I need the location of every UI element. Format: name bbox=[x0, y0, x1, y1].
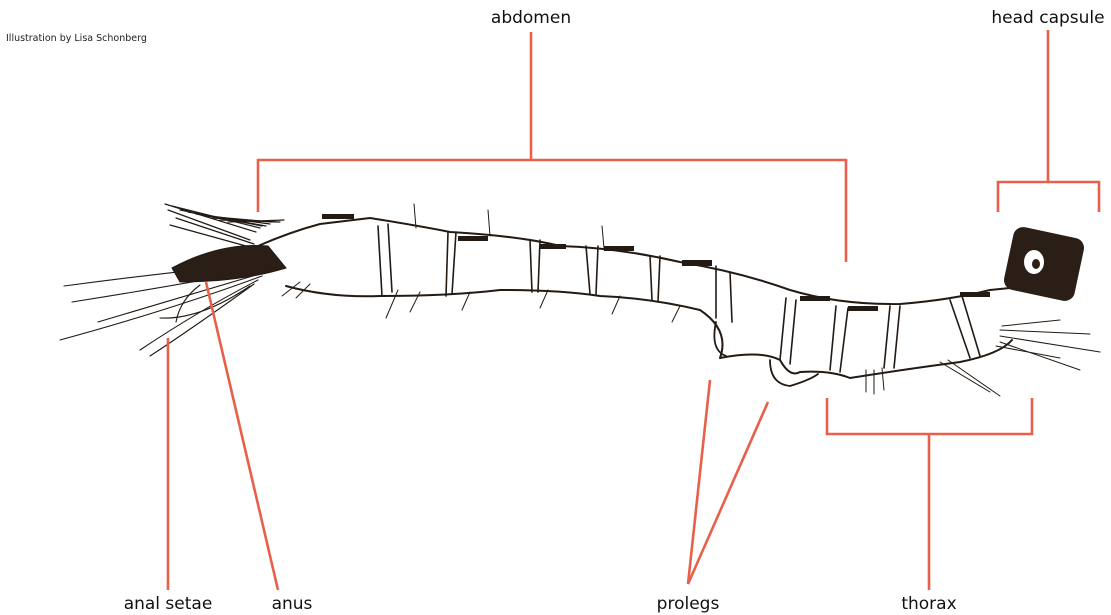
thorax-hairs bbox=[940, 320, 1100, 396]
prolegs-leader-left bbox=[688, 380, 710, 584]
label-prolegs: prolegs bbox=[657, 594, 720, 614]
thorax-bracket bbox=[827, 398, 1032, 434]
body-outline-top bbox=[258, 218, 1010, 304]
label-abdomen: abdomen bbox=[491, 8, 571, 28]
body-outline-bottom bbox=[286, 286, 1012, 378]
body-hairs bbox=[282, 204, 884, 394]
proleg-rear bbox=[714, 322, 726, 356]
head-capsule-bracket bbox=[998, 182, 1099, 212]
label-anus: anus bbox=[272, 594, 313, 614]
larva-illustration bbox=[60, 204, 1100, 396]
segment-dividers bbox=[378, 224, 980, 372]
anus-leader bbox=[206, 282, 278, 590]
leader-lines bbox=[168, 30, 1099, 590]
illustration-credit: Illustration by Lisa Schonberg bbox=[6, 33, 147, 44]
segment-marks bbox=[322, 214, 990, 311]
label-anal-setae: anal setae bbox=[124, 594, 213, 614]
terminal-segment bbox=[172, 245, 286, 282]
dorsal-fringe bbox=[165, 204, 284, 246]
label-thorax: thorax bbox=[901, 594, 956, 614]
prolegs-leader-right bbox=[688, 402, 768, 584]
head-capsule-drawing bbox=[1002, 225, 1086, 303]
label-head-capsule: head capsule bbox=[991, 8, 1104, 28]
